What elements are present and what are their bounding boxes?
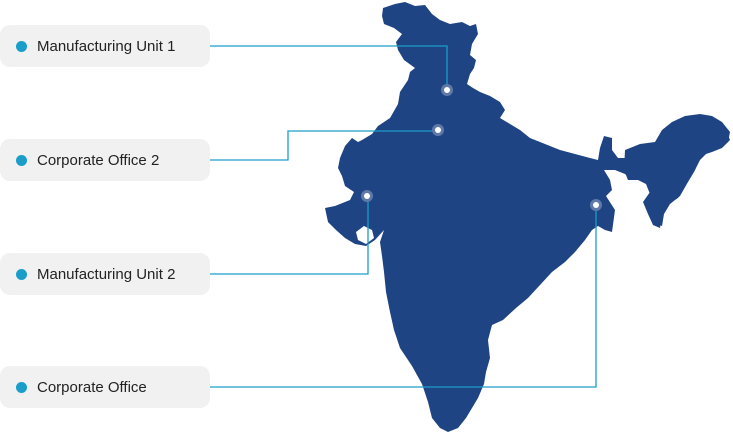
marker-manufacturing-unit-2[interactable] (361, 190, 373, 202)
location-dot-icon (16, 40, 27, 52)
connector-line-corporate-office-2 (210, 130, 437, 161)
location-dot-icon (16, 381, 27, 393)
location-pill-corporate-office[interactable]: Corporate Office (0, 366, 210, 408)
location-dot-icon (16, 154, 27, 166)
location-dot-icon (16, 268, 27, 280)
location-pill-manufacturing-unit-1[interactable]: Manufacturing Unit 1 (0, 25, 210, 67)
marker-manufacturing-unit-1[interactable] (441, 84, 453, 96)
marker-corporate-office-2[interactable] (432, 124, 444, 136)
connector-line-manufacturing-unit-1 (210, 45, 448, 89)
gulf-gap (356, 226, 374, 244)
location-label: Corporate Office 2 (37, 151, 160, 169)
india-mainland (325, 2, 730, 432)
marker-corporate-office[interactable] (590, 199, 602, 211)
location-pill-manufacturing-unit-2[interactable]: Manufacturing Unit 2 (0, 253, 210, 295)
location-label: Corporate Office (37, 378, 147, 396)
india-northeast (624, 114, 730, 226)
location-label: Manufacturing Unit 2 (37, 265, 176, 283)
connector-line-corporate-office (210, 205, 597, 388)
connector-line-manufacturing-unit-2 (210, 196, 369, 275)
location-pill-corporate-office-2[interactable]: Corporate Office 2 (0, 139, 210, 181)
location-label: Manufacturing Unit 1 (37, 37, 176, 55)
